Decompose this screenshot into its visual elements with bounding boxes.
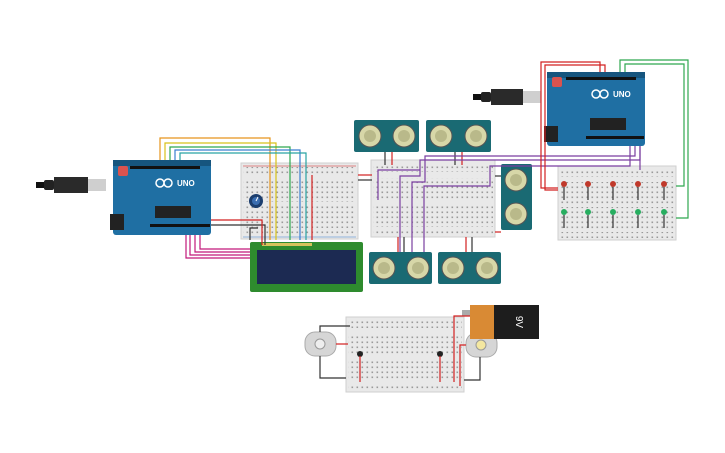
wires xyxy=(159,59,689,386)
arduino-left-logo: UNO xyxy=(177,179,195,188)
breadboard-center xyxy=(370,159,496,238)
usb-cable-icon xyxy=(36,177,106,193)
battery-label: 9V xyxy=(513,316,524,329)
usb-cable-icon xyxy=(473,89,541,105)
ultrasonic-sensor-bottom-right xyxy=(438,252,501,284)
arduino-right-logo: UNO xyxy=(613,90,631,99)
motor-icon xyxy=(304,331,337,357)
arduino-uno-left[interactable]: UNO xyxy=(36,160,211,235)
arduino-uno-right[interactable]: UNO xyxy=(473,72,645,146)
led-row-green xyxy=(561,209,667,215)
ultrasonic-sensor-bottom-left xyxy=(369,252,432,284)
ultrasonic-sensor-vertical xyxy=(501,164,532,230)
battery-9v: 9V xyxy=(462,305,539,339)
ultrasonic-sensor-top-left xyxy=(354,120,419,152)
breadboard-leds xyxy=(557,165,677,241)
lcd-16x2-display xyxy=(250,242,363,292)
ultrasonic-sensor-top-right xyxy=(426,120,491,152)
breadboard-bottom xyxy=(345,316,465,393)
led-row-red xyxy=(561,181,667,187)
potentiometer-icon[interactable] xyxy=(249,194,263,208)
